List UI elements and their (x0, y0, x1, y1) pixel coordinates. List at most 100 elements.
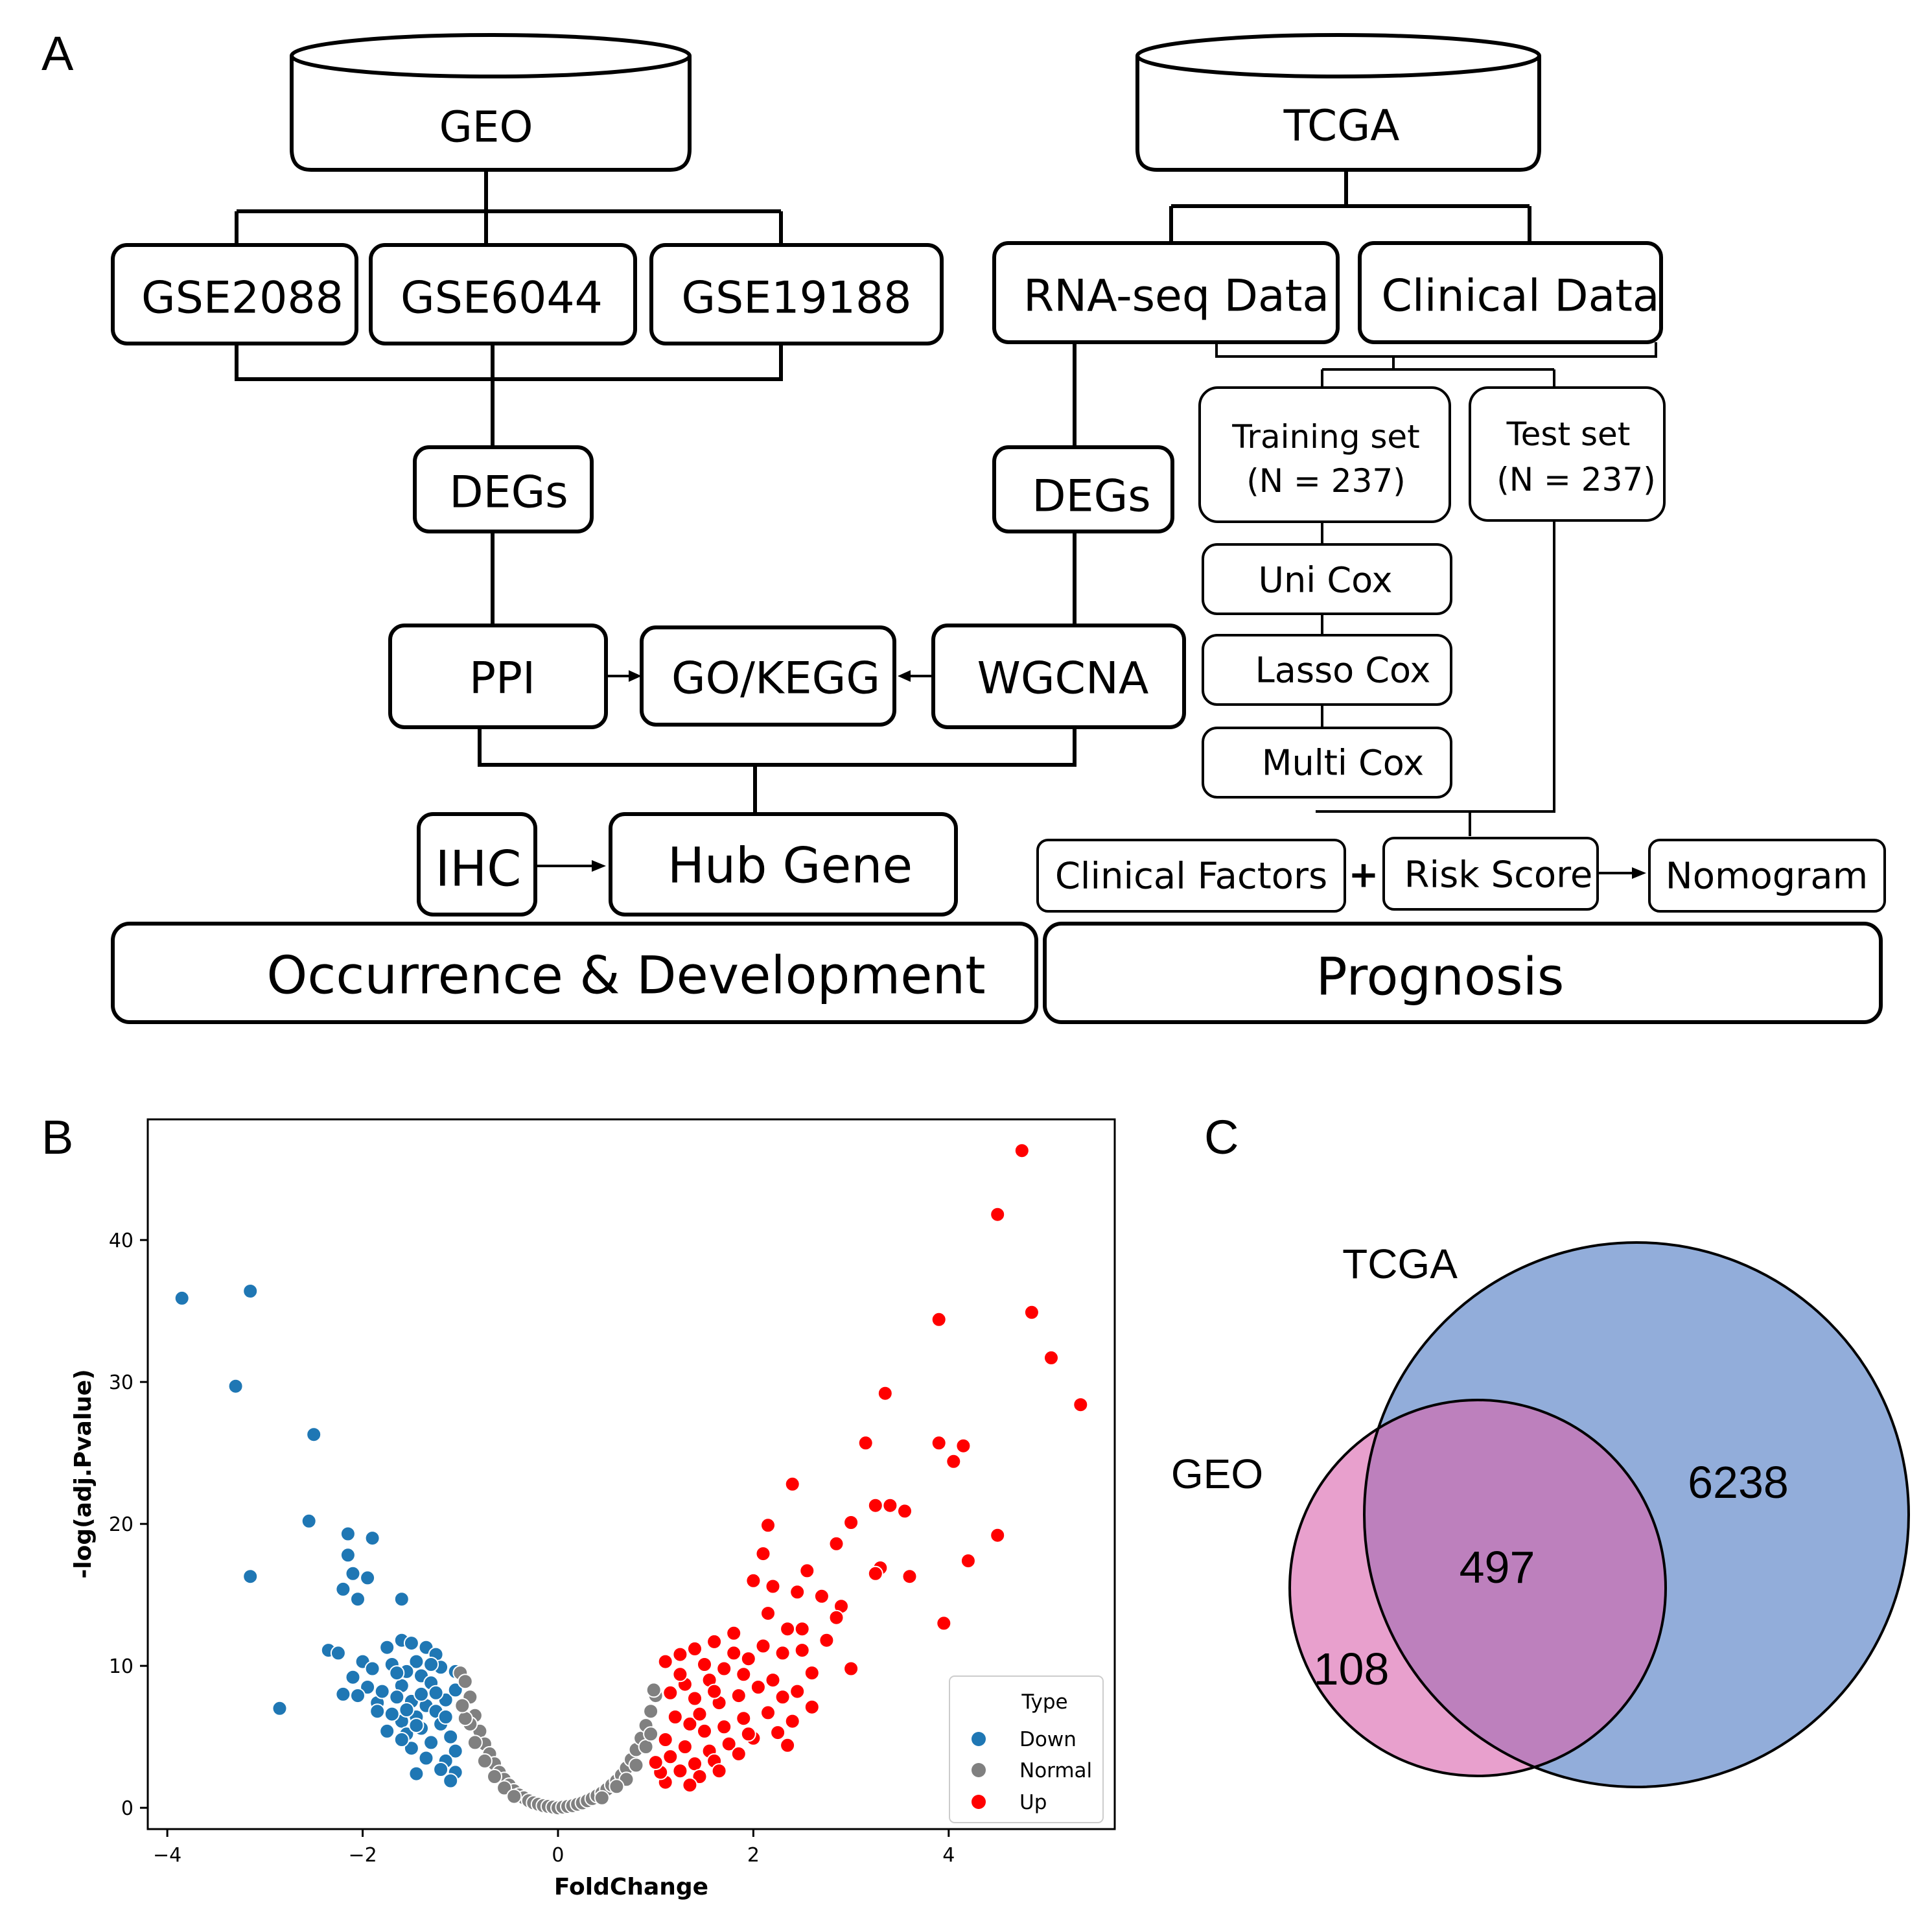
venn-outline-tcga (1363, 1241, 1910, 1788)
box-hub-gene: Hub Gene (609, 812, 958, 916)
box-ihc: IHC (417, 812, 537, 916)
point-down-6 (272, 1700, 288, 1716)
point-down-61 (369, 1703, 386, 1720)
box-gse6044: GSE6044 (369, 243, 637, 345)
point-up-15 (843, 1515, 859, 1530)
flow-arrows (535, 670, 1646, 879)
gse6044-label: GSE6044 (401, 273, 603, 324)
point-up-42 (740, 1651, 756, 1667)
point-up-77 (682, 1777, 698, 1793)
box-gse2088: GSE2088 (111, 243, 358, 345)
point-up-56 (789, 1683, 806, 1699)
point-up-37 (687, 1640, 703, 1657)
degs-geo-label: DEGs (449, 467, 568, 519)
point-up-12 (867, 1497, 883, 1513)
point-down-60 (389, 1665, 405, 1681)
prognosis-label: Prognosis (1316, 947, 1565, 1007)
point-up-46 (819, 1632, 835, 1648)
training-set-count: (N = 237) (1246, 462, 1406, 500)
box-multi-cox: Multi Cox (1202, 727, 1452, 799)
point-up-82 (740, 1726, 756, 1742)
point-up-31 (828, 1609, 844, 1626)
panel-label-a: A (41, 27, 74, 80)
uni-cox-label: Uni Cox (1259, 560, 1393, 601)
venn-count-geo-only: 108 (1314, 1644, 1390, 1694)
box-test-set: Test set (N = 237) (1469, 386, 1666, 522)
point-up-13 (882, 1497, 898, 1513)
point-down-4 (306, 1427, 322, 1443)
point-up-0 (1014, 1143, 1030, 1159)
point-up-33 (760, 1605, 776, 1622)
point-normal-55 (454, 1698, 471, 1714)
point-normal-54 (643, 1726, 659, 1742)
box-rnaseq-data: RNA-seq Data (992, 241, 1340, 344)
point-down-12 (350, 1591, 366, 1607)
point-up-1 (990, 1206, 1006, 1222)
point-up-35 (726, 1625, 742, 1641)
point-up-43 (755, 1638, 771, 1654)
point-down-63 (428, 1685, 444, 1701)
point-down-13 (360, 1570, 376, 1586)
point-down-18 (364, 1661, 380, 1677)
point-up-9 (955, 1438, 972, 1454)
gse2088-label: GSE2088 (141, 273, 343, 324)
legend-marker-down (972, 1732, 986, 1746)
point-up-8 (931, 1435, 947, 1451)
point-down-26 (403, 1635, 419, 1651)
point-down-1 (242, 1283, 259, 1299)
point-up-2 (1023, 1304, 1040, 1320)
point-up-7 (857, 1435, 874, 1451)
point-down-5 (301, 1513, 317, 1529)
point-up-74 (672, 1763, 688, 1779)
clinical-factors-label: Clinical Factors (1055, 856, 1327, 898)
point-up-47 (736, 1666, 752, 1683)
wgcna-label: WGCNA (977, 653, 1149, 705)
point-down-7 (340, 1526, 356, 1542)
x-tick-label: −2 (348, 1844, 377, 1867)
point-up-34 (780, 1621, 796, 1637)
point-normal-39 (643, 1703, 659, 1720)
point-up-45 (794, 1642, 810, 1659)
y-tick-label: 40 (109, 1230, 134, 1252)
venn-overlap (1364, 1400, 1666, 1776)
point-up-6 (877, 1385, 893, 1401)
point-down-50 (443, 1729, 459, 1745)
x-tick-label: 2 (747, 1844, 760, 1867)
y-tick-label: 0 (121, 1797, 134, 1820)
point-down-14 (393, 1591, 410, 1607)
point-down-9 (364, 1530, 380, 1546)
plus-sign: + (1349, 854, 1379, 896)
risk-score-label: Risk Score (1404, 854, 1593, 896)
test-set-count: (N = 237) (1496, 461, 1656, 498)
x-axis-label: FoldChange (554, 1874, 708, 1900)
rnaseq-label: RNA-seq Data (1023, 271, 1329, 322)
hub-gene-label: Hub Gene (668, 837, 913, 894)
point-up-62 (736, 1710, 752, 1727)
venn-count-tcga-only: 6238 (1688, 1457, 1789, 1508)
point-up-39 (657, 1653, 673, 1670)
point-up-73 (730, 1745, 747, 1762)
point-down-2 (227, 1378, 244, 1394)
point-down-21 (350, 1688, 366, 1704)
legend-marker-normal (972, 1763, 986, 1777)
point-up-63 (760, 1705, 776, 1721)
point-up-36 (706, 1633, 723, 1650)
point-up-5 (1073, 1397, 1089, 1413)
occurrence-label: Occurrence & Development (266, 946, 985, 1006)
multi-cox-label: Multi Cox (1262, 743, 1424, 784)
point-normal-49 (638, 1739, 654, 1755)
point-up-84 (692, 1706, 708, 1722)
venn-outline-geo (1288, 1399, 1667, 1777)
point-normal-53 (594, 1790, 610, 1806)
legend-title: Type (1021, 1690, 1067, 1714)
box-gse19188: GSE19188 (649, 243, 944, 345)
gse19188-label: GSE19188 (681, 273, 911, 324)
point-down-23 (335, 1686, 351, 1702)
volcano-points (174, 1143, 1089, 1816)
box-clinical-data: Clinical Data (1358, 241, 1663, 344)
box-nomogram: Nomogram (1648, 839, 1886, 913)
